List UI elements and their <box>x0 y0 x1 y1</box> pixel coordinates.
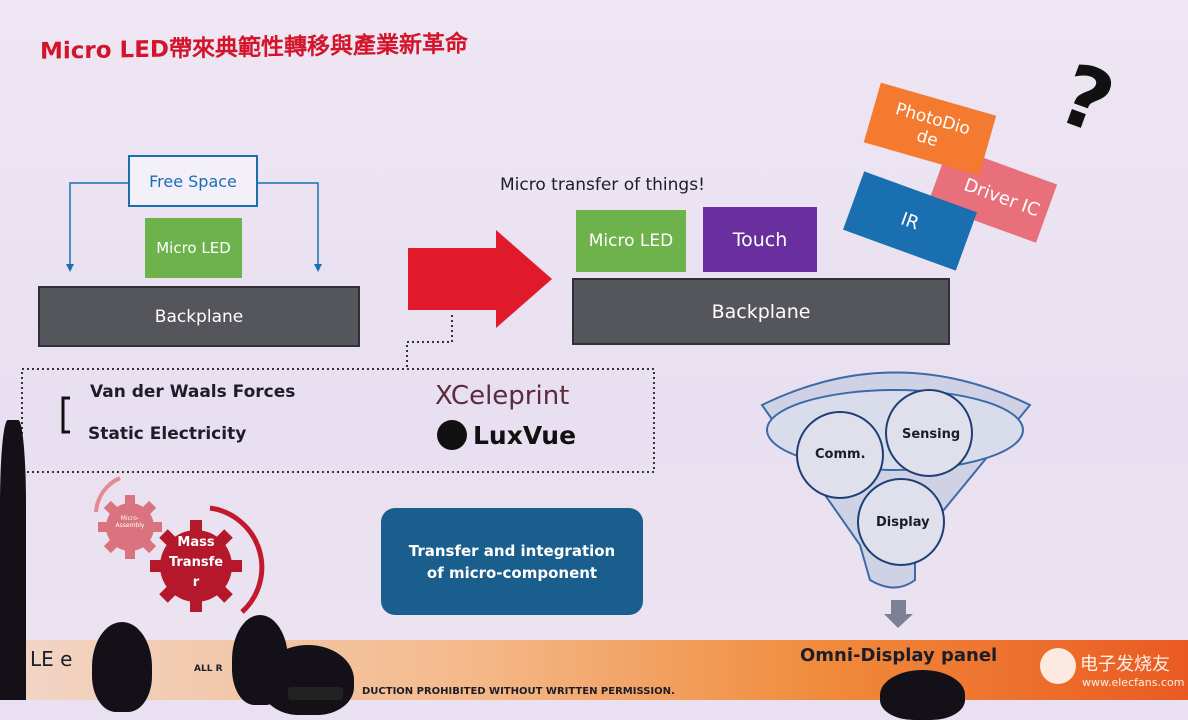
phone-silhouette <box>288 687 343 700</box>
large-gear-icon <box>150 520 242 612</box>
micro-led-box-right: Micro LED <box>576 210 686 272</box>
watermark-logo-icon <box>1040 648 1076 684</box>
circle-label: Display <box>876 515 930 530</box>
force-item: Van der Waals Forces <box>90 382 296 402</box>
red-arrow-icon <box>408 230 552 328</box>
touch-box: Touch <box>703 207 817 272</box>
small-gear-label: Micro-Assembly <box>115 515 145 529</box>
omni-display-caption: Omni-Display panel <box>800 645 998 666</box>
luxvue-icon <box>437 420 467 450</box>
watermark-url: www.elecfans.com <box>1082 676 1185 689</box>
backplane-box-right: Backplane <box>572 278 950 345</box>
luxvue-text: LuxVue <box>473 420 577 450</box>
small-gear-icon <box>98 495 162 559</box>
footer-band <box>0 640 1188 700</box>
luxvue-logo: LuxVue <box>437 420 576 450</box>
audience-head <box>92 622 152 712</box>
circle-label: Comm. <box>815 447 866 462</box>
large-gear-label: Mass Transfe r <box>168 535 224 590</box>
audience-head <box>880 670 965 720</box>
presenter-silhouette <box>0 420 26 700</box>
watermark-brand: 电子发烧友 <box>1080 654 1170 675</box>
connector-lines <box>21 182 1032 628</box>
backplane-box: Backplane <box>38 286 360 347</box>
footer-logo: LE e <box>30 647 73 671</box>
free-space-box: Free Space <box>128 155 258 207</box>
audience-head <box>262 645 354 715</box>
micro-transfer-caption: Micro transfer of things! <box>500 175 705 195</box>
down-arrow-icon <box>884 600 913 628</box>
circle-label: Sensing <box>902 427 961 442</box>
xceleprint-logo: XCeleprint <box>435 381 570 411</box>
transfer-integration-box: Transfer and integration of micro-compon… <box>381 508 643 615</box>
footer-notice-left: ALL R <box>194 664 223 674</box>
micro-led-box: Micro LED <box>145 218 242 278</box>
force-item: Static Electricity <box>88 424 247 444</box>
footer-notice-right: DUCTION PROHIBITED WITHOUT WRITTEN PERMI… <box>362 686 675 697</box>
